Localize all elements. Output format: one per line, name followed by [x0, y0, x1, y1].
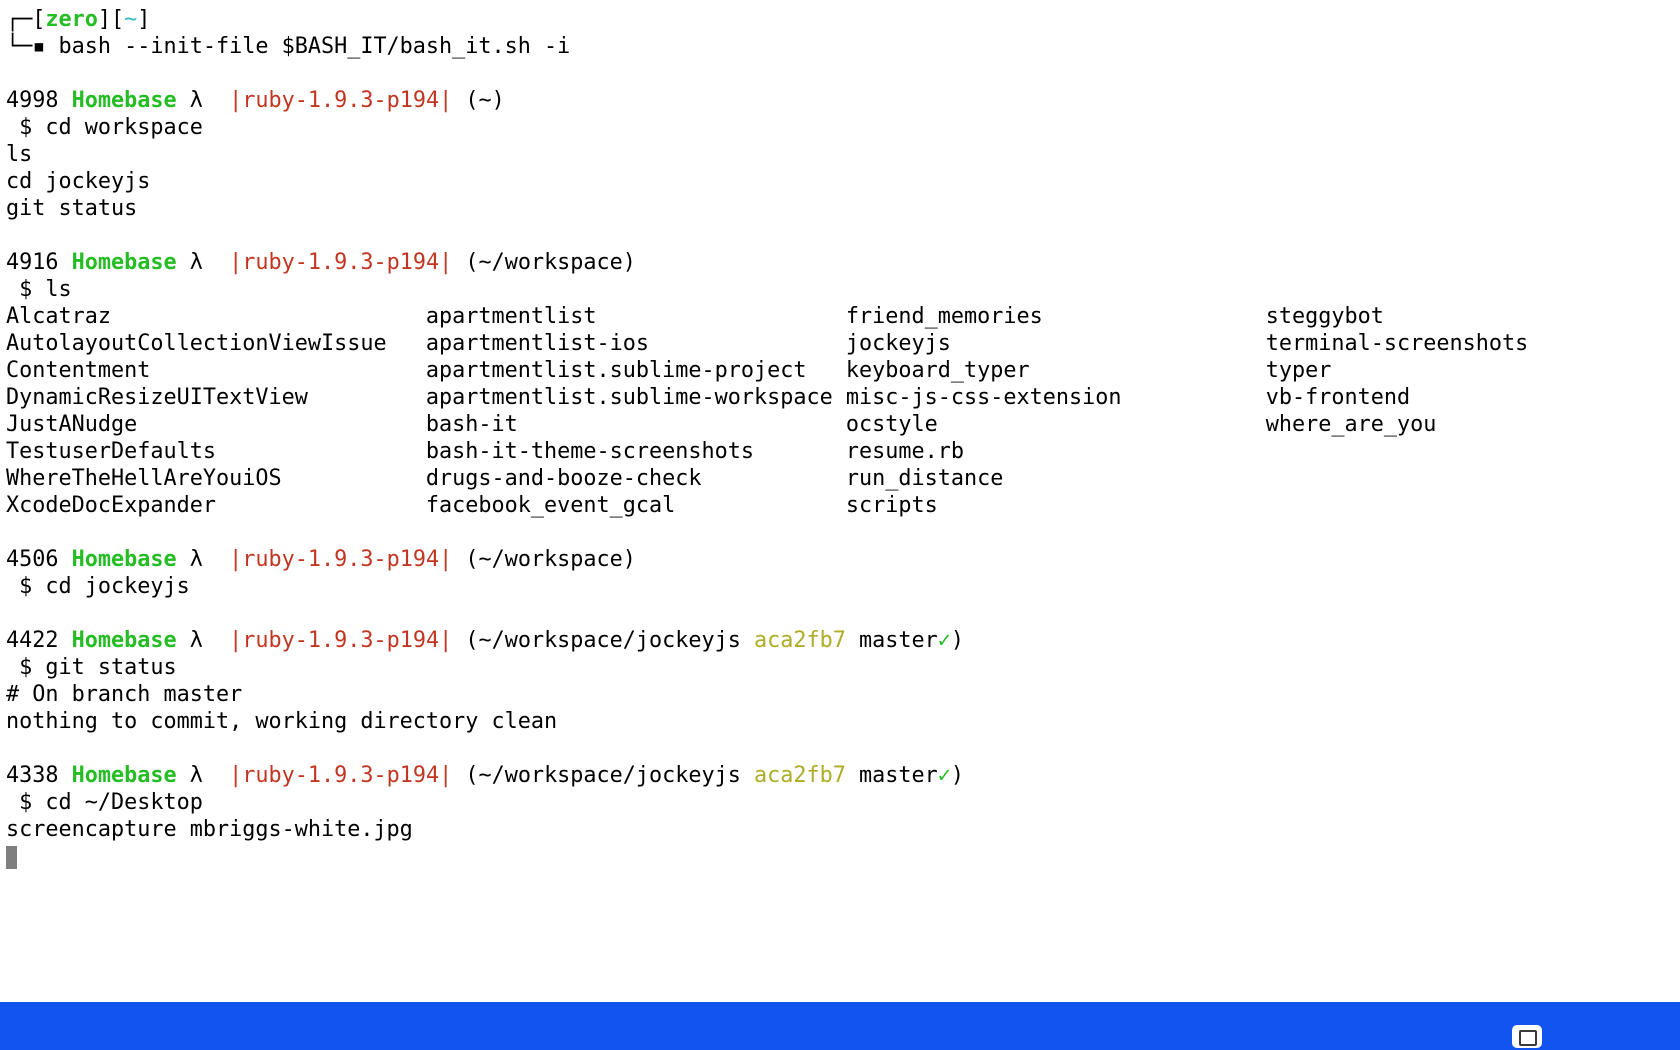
command-git-status: $ git status	[6, 655, 177, 680]
desktop-icon-glyph	[1519, 1030, 1537, 1046]
ls-output-row: WhereTheHellAreYouiOS drugs-and-booze-ch…	[6, 466, 1004, 491]
terminal-output: ┌─[zero][~]└─▪ bash --init-file $BASH_IT…	[6, 6, 1680, 870]
cursor-line	[6, 843, 1680, 870]
shell-header-line-2: └─▪ bash --init-file $BASH_IT/bash_it.sh…	[6, 34, 571, 59]
ls-output-row: JustANudge bash-it ocstyle where_are_you	[6, 412, 1437, 437]
command-ls: $ ls	[6, 277, 72, 302]
ls-output-row: TestuserDefaults bash-it-theme-screensho…	[6, 439, 964, 464]
queued-command-cd-jockeyjs: cd jockeyjs	[6, 169, 151, 194]
ls-output-row: AutolayoutCollectionViewIssue apartmentl…	[6, 331, 1529, 356]
desktop-background-strip	[0, 1002, 1680, 1050]
git-output-clean: nothing to commit, working directory cle…	[6, 709, 558, 734]
blank-line	[6, 60, 1680, 87]
blank-line	[6, 735, 1680, 762]
prompt-4916: 4916 Homebase λ |ruby-1.9.3-p194| (~/wor…	[6, 250, 636, 275]
desktop-icon[interactable]	[1512, 1025, 1542, 1048]
command-cd-desktop: $ cd ~/Desktop	[6, 790, 203, 815]
command-cd-workspace: $ cd workspace	[6, 115, 203, 140]
ls-output-row: Alcatraz apartmentlist friend_memories s…	[6, 304, 1384, 329]
queued-command-git-status: git status	[6, 196, 138, 221]
shell-header-line-1: ┌─[zero][~]	[6, 7, 151, 32]
ls-output-row: DynamicResizeUITextView apartmentlist.su…	[6, 385, 1411, 410]
terminal-cursor	[6, 846, 17, 869]
prompt-4338: 4338 Homebase λ |ruby-1.9.3-p194| (~/wor…	[6, 763, 965, 788]
ls-output-row: Contentment apartmentlist.sublime-projec…	[6, 358, 1332, 383]
command-cd-jockeyjs: $ cd jockeyjs	[6, 574, 190, 599]
prompt-4998: 4998 Homebase λ |ruby-1.9.3-p194| (~)	[6, 88, 505, 113]
git-output-branch: # On branch master	[6, 682, 243, 707]
prompt-4506: 4506 Homebase λ |ruby-1.9.3-p194| (~/wor…	[6, 547, 636, 572]
queued-command-screencapture: screencapture mbriggs-white.jpg	[6, 817, 413, 842]
ls-output-row: XcodeDocExpander facebook_event_gcal scr…	[6, 493, 938, 518]
queued-command-ls: ls	[6, 142, 33, 167]
blank-line	[6, 519, 1680, 546]
blank-line	[6, 222, 1680, 249]
terminal-window[interactable]: ┌─[zero][~]└─▪ bash --init-file $BASH_IT…	[0, 0, 1680, 1002]
prompt-4422: 4422 Homebase λ |ruby-1.9.3-p194| (~/wor…	[6, 628, 965, 653]
blank-line	[6, 600, 1680, 627]
